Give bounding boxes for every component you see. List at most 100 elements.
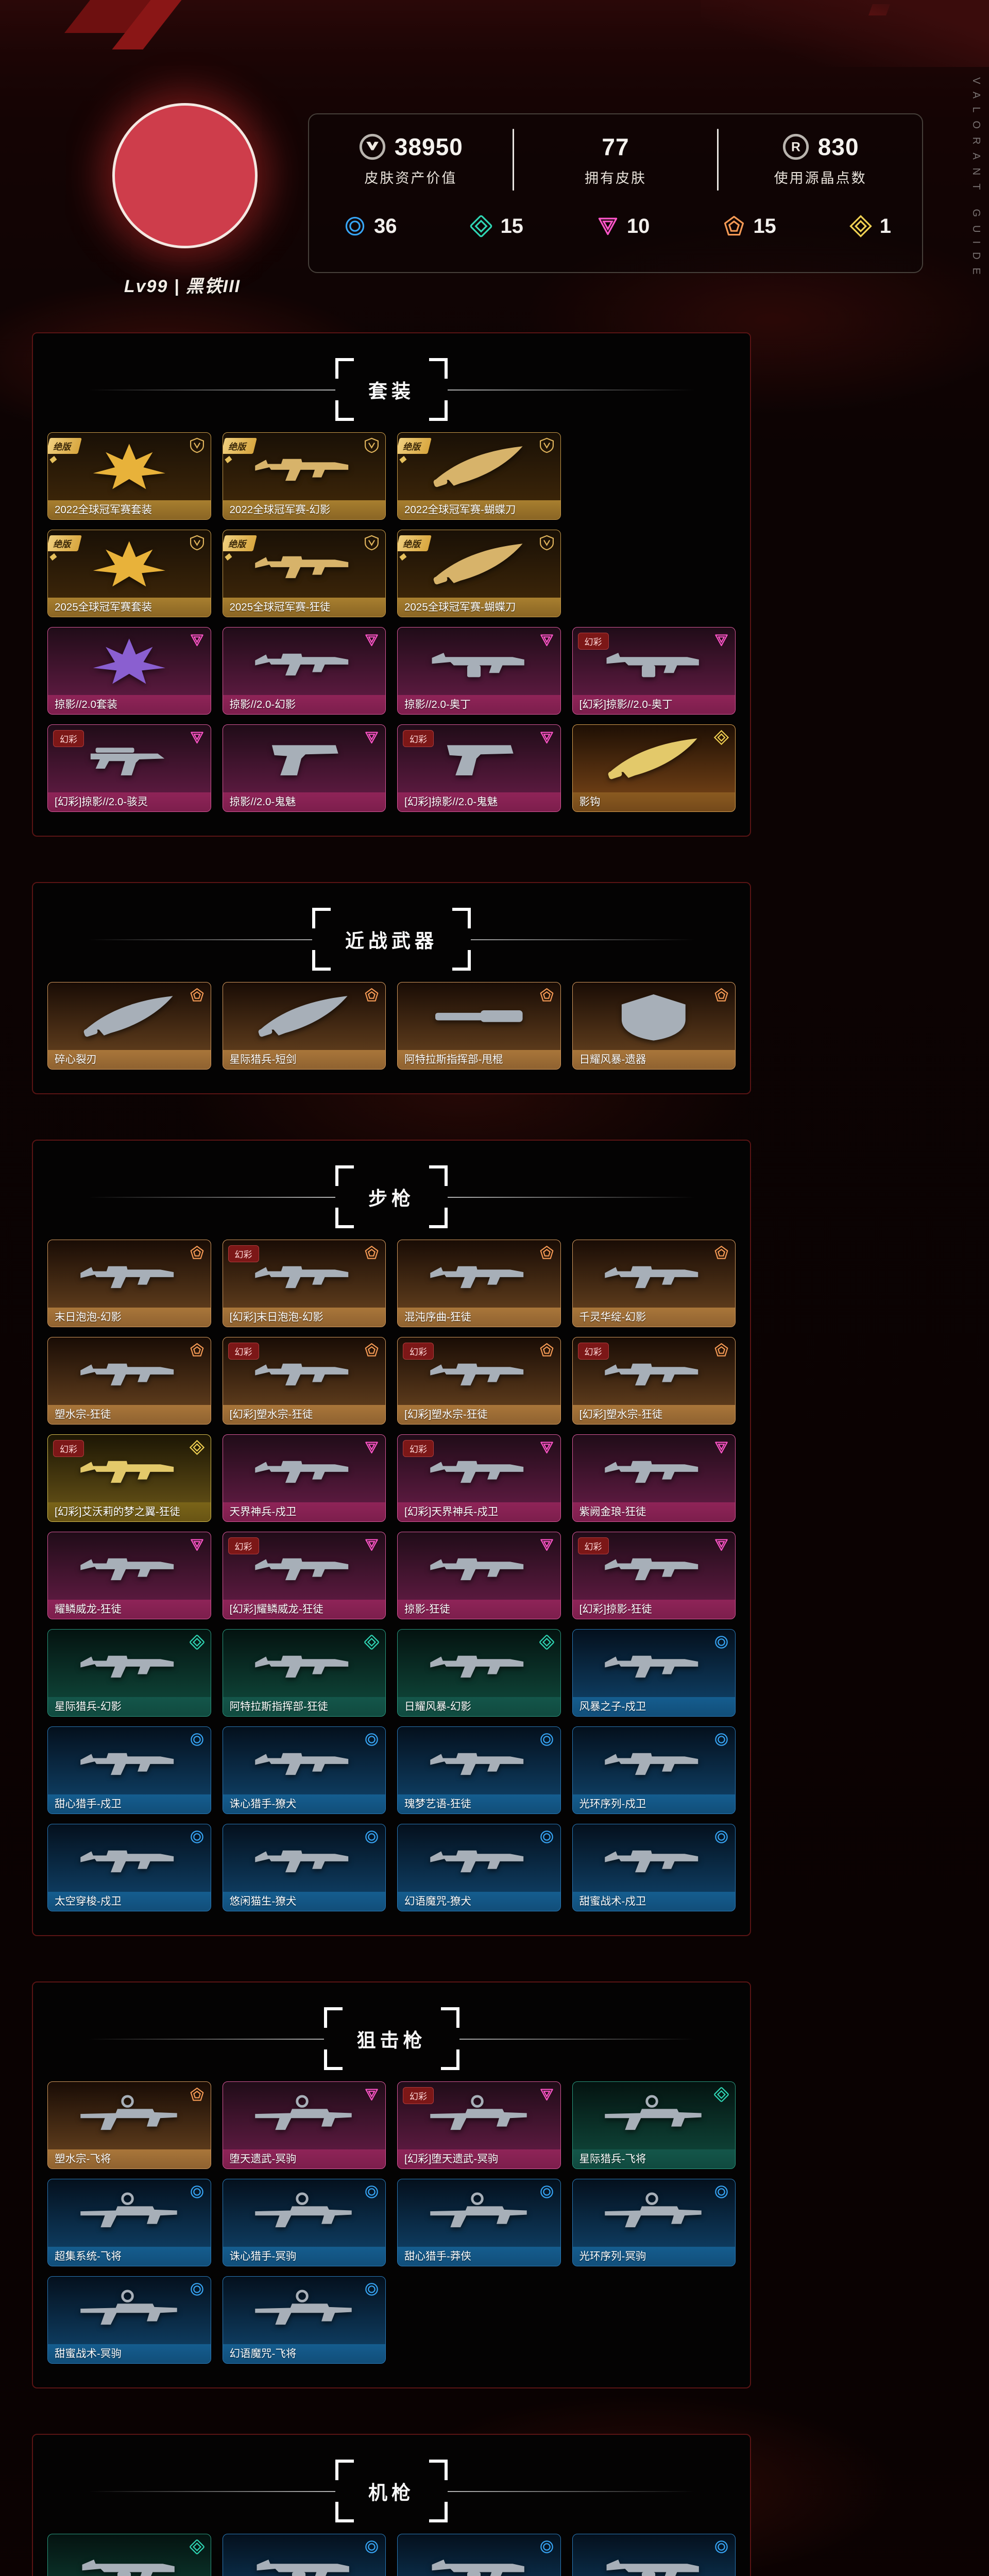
skin-card[interactable]: 诛心猎手-獠犬	[222, 1726, 386, 1814]
skin-card[interactable]: 耀鳞威龙-狂徒	[47, 1532, 211, 1619]
skin-name: 幻语魔咒-飞将	[223, 2344, 385, 2363]
card-row: 末日泡泡-幻影幻彩[幻彩]末日泡泡-幻影混沌序曲-狂徒千灵华绽-幻影	[47, 1240, 736, 1327]
skin-card[interactable]: 甜蜜战术-冥驹	[47, 2276, 211, 2364]
skin-card[interactable]: 幻彩[幻彩]耀鳞威龙-狂徒	[222, 1532, 386, 1619]
huancai-badge: 幻彩	[577, 1343, 609, 1360]
skin-card[interactable]: 幻语魔咒-獠犬	[397, 1824, 561, 1911]
champion-tier-icon	[539, 437, 555, 453]
skin-card[interactable]: 光环序列-冥驹	[572, 2179, 736, 2266]
skin-card[interactable]: 阿特拉斯指挥部-甩棍	[397, 982, 561, 1070]
weapon-art	[398, 1727, 560, 1794]
ultra-tier-icon	[189, 987, 205, 1003]
skin-card[interactable]: 幻彩[幻彩]掠影-狂徒	[572, 1532, 736, 1619]
skin-card[interactable]: 掠影//2.0-幻影	[222, 627, 386, 715]
card-rows: 碎心裂刃星际猎兵-短剑阿特拉斯指挥部-甩棍日耀风暴-遗器	[47, 982, 736, 1070]
skin-card[interactable]: 堕天遗武-冥驹	[222, 2081, 386, 2169]
skin-name: [幻彩]塑水宗-狂徒	[223, 1405, 385, 1424]
skin-name: [幻彩]塑水宗-狂徒	[398, 1405, 560, 1424]
skin-card[interactable]: 幻彩[幻彩]塑水宗-狂徒	[572, 1337, 736, 1425]
jueban-badge: 绝版	[397, 535, 432, 551]
skin-card[interactable]: 阿特拉斯指挥部-狂徒	[222, 1629, 386, 1717]
skin-card[interactable]: 末日泡泡-幻影	[47, 1240, 211, 1327]
skin-card[interactable]: 日耀风暴-幻影	[397, 1629, 561, 1717]
bracket-corner-icon	[440, 2049, 459, 2070]
skin-card[interactable]: 紫阙金琅-狂徒	[572, 1434, 736, 1522]
skin-card[interactable]: 甜心猎手-莽侠	[397, 2179, 561, 2266]
skin-card[interactable]: 甜心猎手-戍卫	[47, 1726, 211, 1814]
skin-card[interactable]: 风暴之子-戍卫	[572, 1629, 736, 1717]
bracket-corner-icon	[323, 2007, 343, 2028]
premium-tier-icon	[539, 1537, 555, 1553]
weapon-art	[48, 2082, 211, 2149]
skin-card[interactable]: 太空穿梭-战神	[572, 2534, 736, 2576]
deluxe-tier-icon	[364, 1634, 380, 1650]
skin-card[interactable]: 影钩	[572, 724, 736, 812]
skin-card[interactable]: 诛心猎手-冥驹	[222, 2179, 386, 2266]
skin-card[interactable]: 绝版 2022全球冠军赛-幻影	[222, 432, 386, 520]
skin-card[interactable]: 掠影//2.0-奥丁	[397, 627, 561, 715]
skin-card[interactable]: 日耀风暴-奥丁	[47, 2534, 211, 2576]
skin-card[interactable]: 碎心裂刃	[47, 982, 211, 1070]
select-tier-icon	[539, 2539, 555, 2555]
skin-card[interactable]: 星际猎兵-飞将	[572, 2081, 736, 2169]
skin-name: 2022全球冠军赛-幻影	[223, 500, 385, 519]
skin-card[interactable]: 幻语魔咒-飞将	[222, 2276, 386, 2364]
jueban-badge: 绝版	[47, 535, 82, 551]
skin-card[interactable]: 掠影-狂徒	[397, 1532, 561, 1619]
skin-name: [幻彩]耀鳞威龙-狂徒	[223, 1600, 385, 1619]
card-rows: 日耀风暴-奥丁诛心猎手-奥丁光环序列-战神太空穿梭-战神	[47, 2534, 736, 2576]
skin-card[interactable]: 诛心猎手-奥丁	[222, 2534, 386, 2576]
skin-name: 光环序列-冥驹	[572, 2247, 735, 2266]
stat-radianite-used: R 830 使用源晶点数	[719, 133, 922, 187]
weapon-art	[573, 628, 736, 695]
huancai-badge: 幻彩	[577, 1537, 609, 1554]
bracket-corner-icon	[429, 358, 448, 379]
skin-card[interactable]: 千灵华绽-幻影	[572, 1240, 736, 1327]
skin-card[interactable]: 幻彩[幻彩]艾沃莉的梦之翼-狂徒	[47, 1434, 211, 1522]
card-rows: 塑水宗-飞将堕天遗武-冥驹幻彩[幻彩]堕天遗武-冥驹星际猎兵-飞将超集系统-飞将…	[47, 2081, 736, 2364]
weapon-art	[223, 433, 386, 500]
skin-card[interactable]: 天界神兵-戍卫	[222, 1434, 386, 1522]
stat-skin-value: 38950 皮肤资产价值	[309, 133, 513, 187]
skin-name: 光环序列-戍卫	[572, 1794, 735, 1814]
skin-card[interactable]: 幻彩[幻彩]掠影//2.0-骇灵	[47, 724, 211, 812]
weapon-art	[573, 1824, 736, 1892]
section-title: 狙击枪	[356, 2030, 427, 2051]
skin-card[interactable]: 幻彩[幻彩]塑水宗-狂徒	[397, 1337, 561, 1425]
skin-name: 掠影//2.0-奥丁	[398, 695, 560, 714]
weapon-art	[398, 1532, 560, 1600]
title-hairline	[433, 2039, 694, 2040]
skin-name: 2022全球冠军赛套装	[48, 500, 211, 519]
skin-card[interactable]: 混沌序曲-狂徒	[397, 1240, 561, 1327]
skin-card[interactable]: 日耀风暴-遗器	[572, 982, 736, 1070]
premium-tier-icon	[364, 1537, 380, 1553]
skin-card[interactable]: 太空穿梭-戍卫	[47, 1824, 211, 1911]
skin-card[interactable]: 星际猎兵-幻影	[47, 1629, 211, 1717]
skin-card[interactable]: 幻彩[幻彩]堕天遗武-冥驹	[397, 2081, 561, 2169]
skin-card[interactable]: 塑水宗-飞将	[47, 2081, 211, 2169]
skin-card[interactable]: 光环序列-战神	[397, 2534, 561, 2576]
skin-card[interactable]: 瑰梦艺语-狂徒	[397, 1726, 561, 1814]
skin-card[interactable]: 甜蜜战术-戍卫	[572, 1824, 736, 1911]
skin-card[interactable]: 幻彩[幻彩]掠影//2.0-奥丁	[572, 627, 736, 715]
skin-card[interactable]: 幻彩[幻彩]掠影//2.0-鬼魅	[397, 724, 561, 812]
skin-card[interactable]: 塑水宗-狂徒	[47, 1337, 211, 1425]
exclusive-orange-tier-icon	[713, 730, 729, 745]
jueban-badge: 绝版	[223, 438, 257, 454]
skin-card[interactable]: 幻彩[幻彩]天界神兵-戍卫	[397, 1434, 561, 1522]
skin-card[interactable]: 掠影//2.0套装	[47, 627, 211, 715]
skin-card[interactable]: 超集系统-飞将	[47, 2179, 211, 2266]
skin-card[interactable]: 幻彩[幻彩]末日泡泡-幻影	[222, 1240, 386, 1327]
skin-card[interactable]: 光环序列-戍卫	[572, 1726, 736, 1814]
skin-card[interactable]: 掠影//2.0-鬼魅	[222, 724, 386, 812]
avatar[interactable]	[112, 103, 258, 248]
skin-card[interactable]: 幻彩[幻彩]塑水宗-狂徒	[222, 1337, 386, 1425]
section-snipers: 狙击枪 塑水宗-飞将堕天遗武-冥驹幻彩[幻彩]堕天遗武-冥驹星际猎兵-飞将超集系…	[32, 1981, 751, 2388]
skin-card[interactable]: 悠闲猫生-獠犬	[222, 1824, 386, 1911]
skin-card[interactable]: 星际猎兵-短剑	[222, 982, 386, 1070]
